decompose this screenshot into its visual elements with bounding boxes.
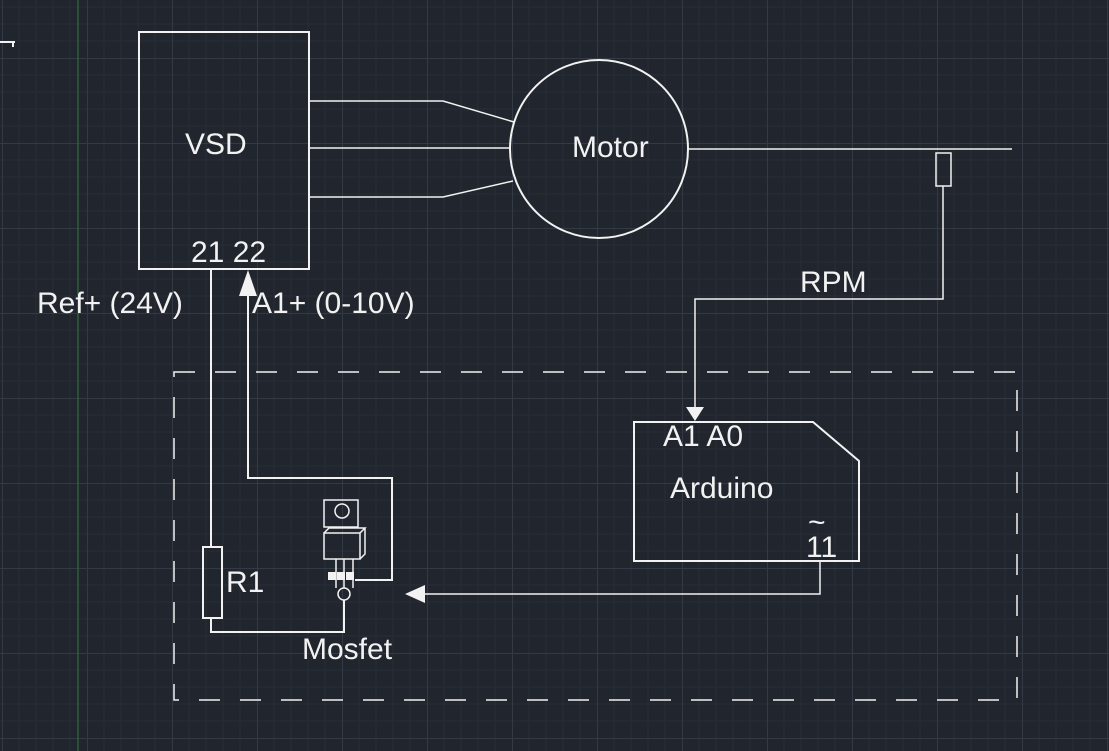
arrowhead-left-icon [405,585,425,603]
rpm-wire-label: RPM [800,266,867,299]
arduino-outline[interactable] [633,421,860,562]
arduino-label: Arduino [670,472,773,505]
arduino-pwm-tilde: ~ [808,506,826,539]
ref-wire-label: Ref+ (24V) [37,287,183,320]
resistor-to-mosfet-wire[interactable] [210,600,345,633]
mosfet-label: Mosfet [302,633,393,666]
motor-label: Motor [572,131,649,164]
mosfet-pad-2 [337,572,345,580]
arrowhead-up-icon [239,270,257,296]
mosfet-pad-1 [328,572,336,580]
vsd-label: VSD [185,128,247,161]
mosfet-mounting-hole [334,503,350,519]
vsd-motor-wire-top[interactable] [309,100,515,123]
pwm-gate-wire[interactable] [425,561,821,595]
vsd-box[interactable] [138,31,310,270]
vsd-motor-wire-bottom[interactable] [309,180,514,198]
mosfet-pad-3 [346,572,354,580]
mosfet-tab[interactable] [323,499,359,528]
arduino-pin11-label: 11 [806,531,837,564]
resistor-label: R1 [226,566,264,599]
rpm-signal-wire[interactable] [694,186,944,407]
resistor-component[interactable]: R1 [202,546,264,619]
analog-wire-label: A1+ (0-10V) [252,287,415,320]
vsd-component[interactable]: VSD 21 22 [138,31,310,270]
mosfet-body[interactable] [323,532,361,560]
arrowhead-down-icon [686,407,704,421]
mosfet-component[interactable]: Mosfet [302,499,393,666]
mosfet-node-circle [337,587,351,601]
controller-dashed-enclosure[interactable] [173,371,1018,701]
vsd-pins-label: 21 22 [191,236,266,269]
left-edge-tick-mark [0,41,15,47]
resistor-box[interactable] [202,546,223,619]
arduino-component[interactable]: A1 A0 Arduino ~ 11 [633,420,860,564]
mosfet-body-bevel [323,527,367,560]
analog-0-10v-wire[interactable] [247,294,393,581]
arduino-pins-top-label: A1 A0 [663,420,743,453]
